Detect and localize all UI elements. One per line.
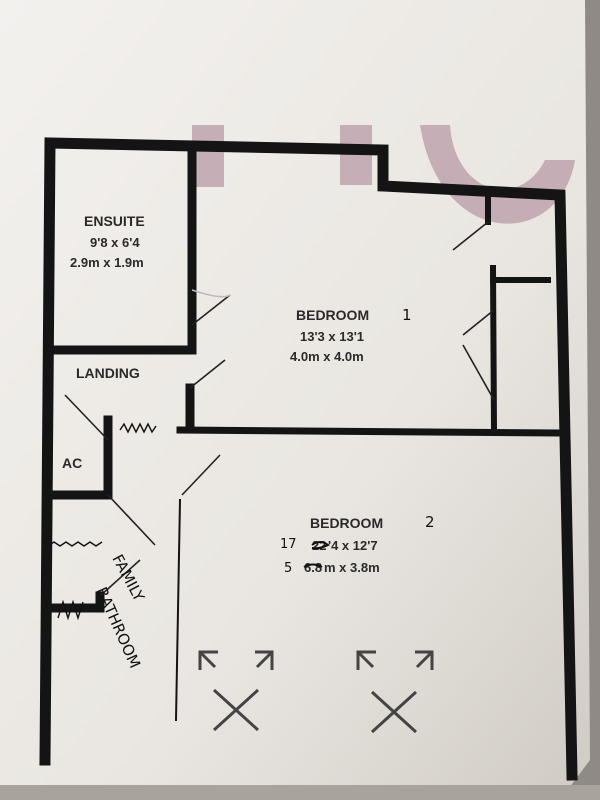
ac-label: AC [62, 455, 82, 471]
bedroom2-metric-crossed: 6.8 [304, 560, 322, 575]
bedroom1-number: 1 [402, 306, 412, 324]
landing-label: LANDING [76, 365, 140, 381]
table-bottom [0, 785, 600, 800]
bedroom1-imperial: 13'3 x 13'1 [300, 329, 364, 344]
door-swings [64, 221, 495, 597]
bedroom2-imperial: '4 x 12'7 [328, 538, 378, 553]
ensuite-label: ENSUITE [84, 213, 145, 229]
bedroom1-metric: 4.0m x 4.0m [290, 349, 364, 364]
ensuite-metric: 2.9m x 1.9m [70, 255, 144, 270]
handwritten-scribbles [47, 422, 157, 621]
bedroom2-number: 2 [425, 513, 435, 531]
skylight-windows [198, 650, 434, 734]
bedroom2-imperial-correction: 17 [280, 537, 297, 552]
bedroom2-metric-correction: 5 [284, 561, 292, 576]
bedroom1-label: BEDROOM [296, 307, 369, 323]
ensuite-imperial: 9'8 x 6'4 [90, 235, 140, 250]
crossout-mark [311, 541, 330, 550]
bedroom2-metric: m x 3.8m [324, 560, 380, 575]
table-background [560, 0, 600, 800]
bedroom2-imperial-crossed: 22 [312, 538, 326, 553]
crossout-mark [303, 563, 323, 568]
bedroom2-label: BEDROOM [310, 515, 383, 531]
